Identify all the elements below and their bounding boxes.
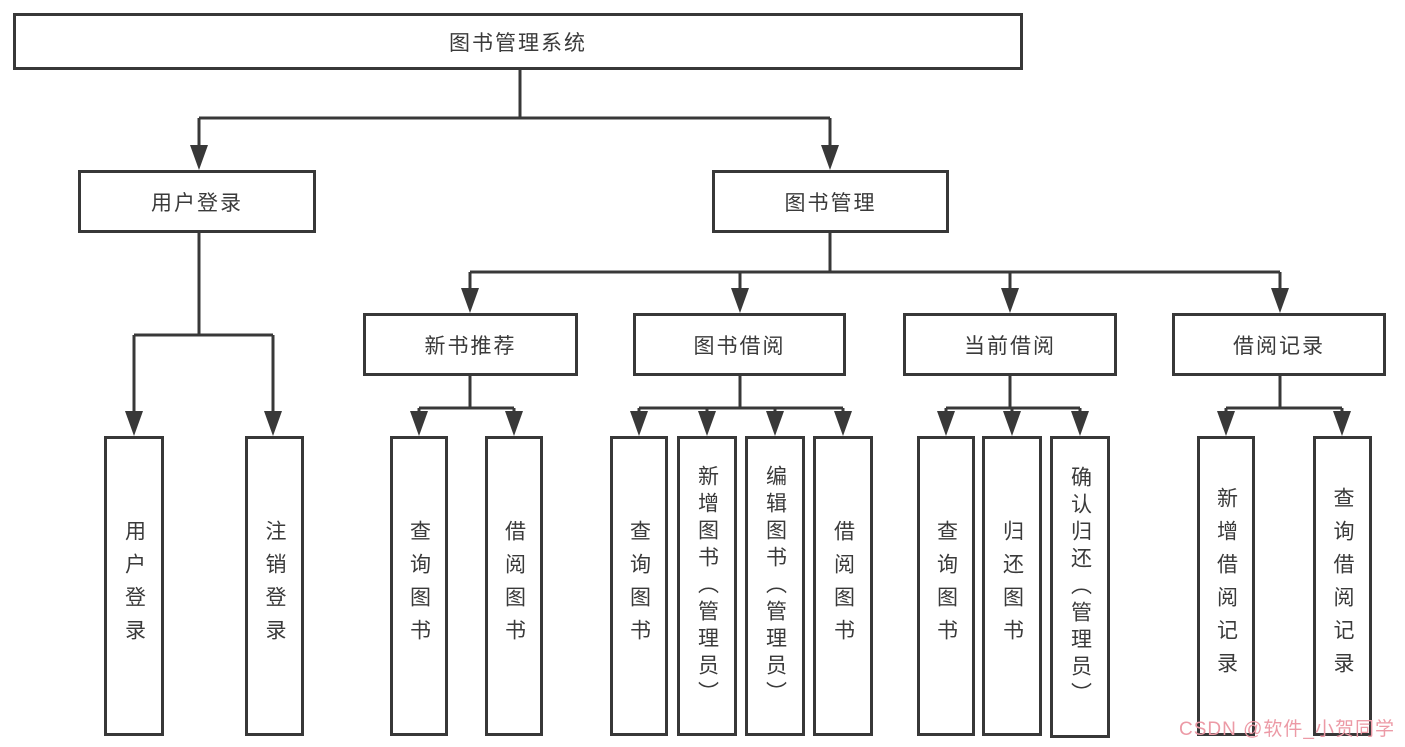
- leaf-borrow-add-book-admin: 新增图书（管理员）: [677, 436, 737, 736]
- watermark: CSDN @软件_小贺同学: [1179, 719, 1395, 740]
- leaf-borrow-edit-book-admin: 编辑图书（管理员）: [745, 436, 805, 736]
- leaf-borrow-borrow-book: 借阅图书: [813, 436, 873, 736]
- leaf-record-query-borrow-record: 查询借阅记录: [1313, 436, 1372, 736]
- leaf-newrec-borrow-book: 借阅图书: [485, 436, 543, 736]
- node-new-book-recommend-label: 新书推荐: [424, 334, 517, 358]
- leaf-user-login: 用户登录: [104, 436, 164, 736]
- leaf-logout: 注销登录: [245, 436, 304, 736]
- node-book-mgmt-label: 图书管理: [784, 191, 877, 215]
- leaf-current-confirm-return-admin: 确认归还（管理员）: [1050, 436, 1110, 738]
- node-current-borrow: 当前借阅: [903, 313, 1117, 376]
- leaf-current-query-book: 查询图书: [917, 436, 975, 736]
- node-book-borrow-label: 图书借阅: [693, 334, 786, 358]
- node-new-book-recommend: 新书推荐: [363, 313, 578, 376]
- leaf-newrec-query-book: 查询图书: [390, 436, 448, 736]
- node-borrow-record-label: 借阅记录: [1233, 334, 1325, 358]
- leaf-current-return-book: 归还图书: [982, 436, 1042, 736]
- node-book-mgmt: 图书管理: [712, 170, 949, 233]
- node-current-borrow-label: 当前借阅: [964, 334, 1056, 358]
- node-borrow-record: 借阅记录: [1172, 313, 1386, 376]
- node-book-borrow: 图书借阅: [633, 313, 846, 376]
- node-user-login: 用户登录: [78, 170, 316, 233]
- node-root: 图书管理系统: [13, 13, 1023, 70]
- leaf-record-add-borrow-record: 新增借阅记录: [1197, 436, 1255, 736]
- node-user-login-label: 用户登录: [151, 191, 243, 215]
- leaf-borrow-query-book: 查询图书: [610, 436, 668, 736]
- node-root-label: 图书管理系统: [449, 31, 587, 55]
